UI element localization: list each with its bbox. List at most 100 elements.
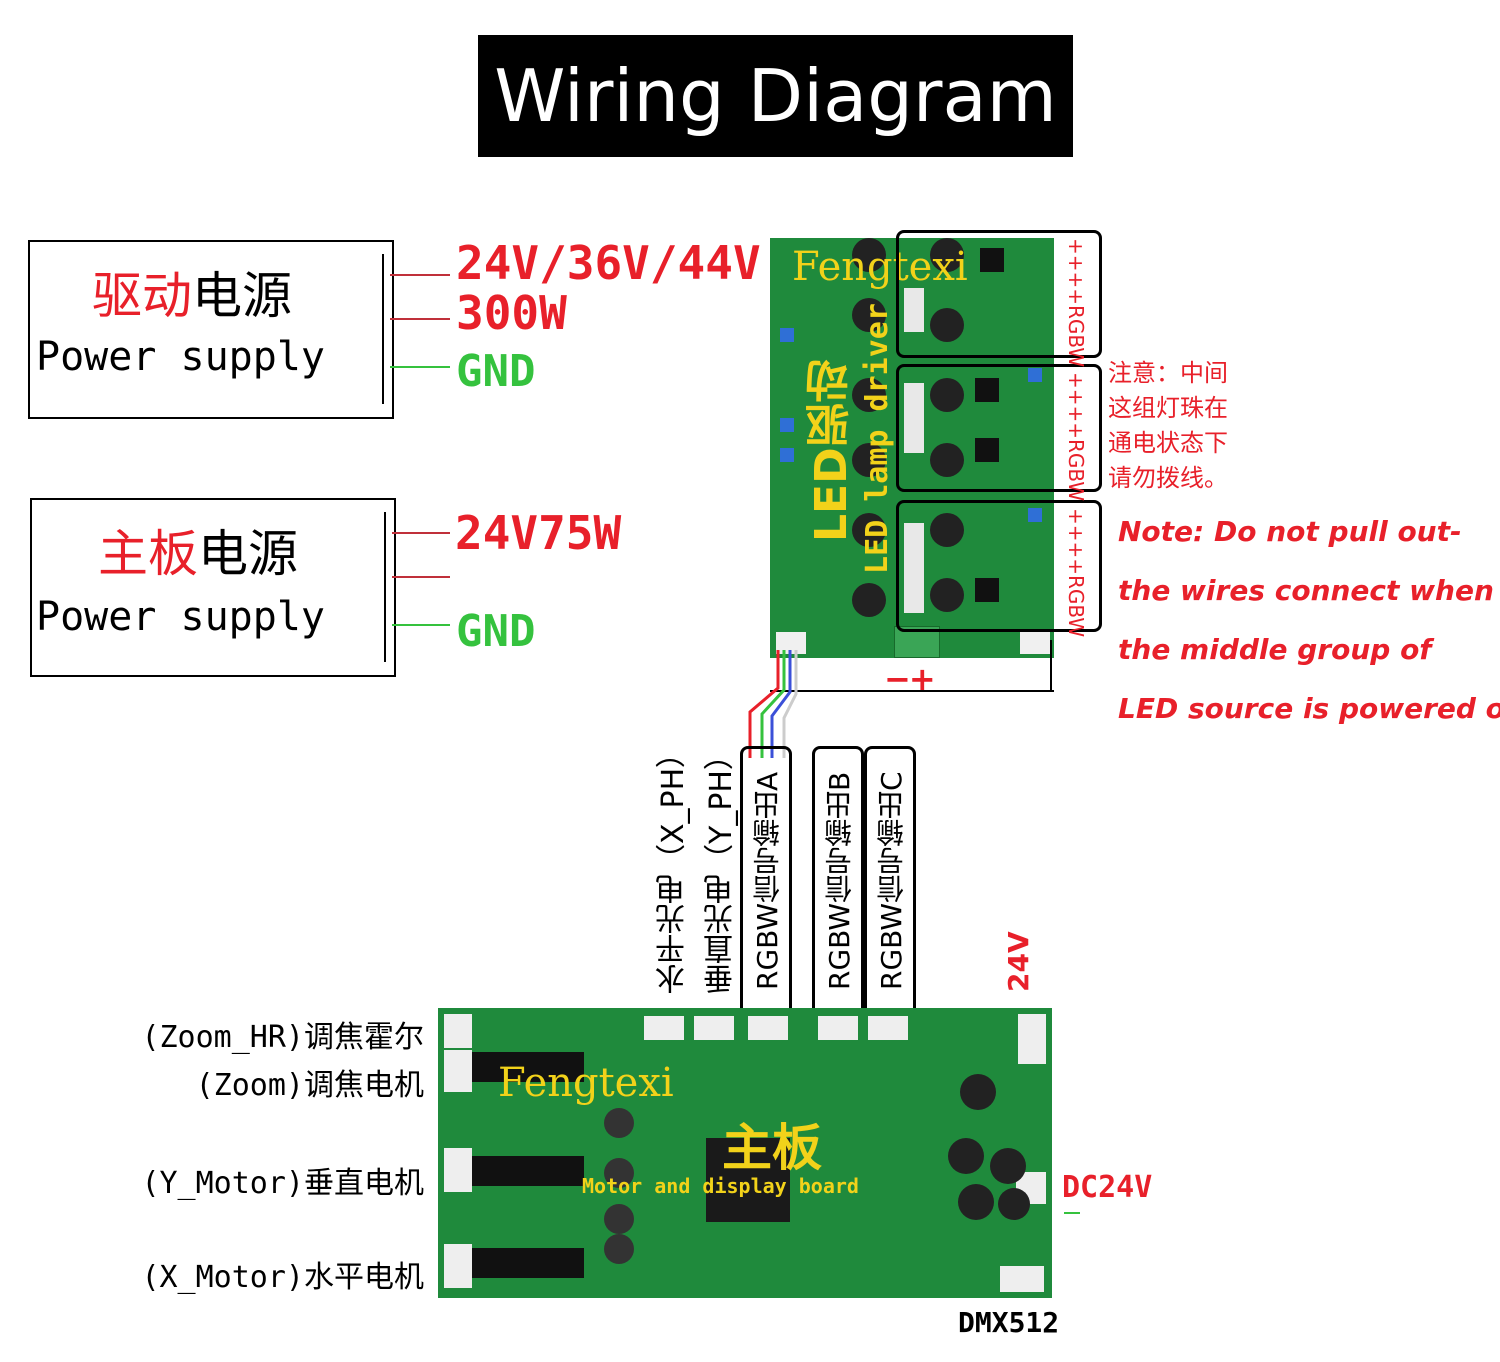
drive-power-wire-positive-2 [390,318,450,320]
trimmer-icon [780,418,794,432]
main-power-en-label: Power supply [36,594,325,640]
drive-power-voltage: 24V/36V/44V [456,236,761,290]
trimmer-icon [1028,368,1042,382]
drive-power-wire-positive [390,274,450,276]
trimmer-icon [1028,508,1042,522]
drive-power-cn-label: 驱动电源 [92,267,292,325]
main-power-wire-positive [392,532,450,534]
signal-wires [748,650,798,758]
drive-power-ground: GND [456,346,536,397]
capacitor-icon [604,1234,634,1264]
main-board [438,1008,1052,1298]
zoom-hr-label: (Zoom_HR)调焦霍尔 [141,1020,424,1055]
dc24v-underline [1064,1212,1080,1214]
drive-power-wattage: 300W [456,286,567,340]
connector-icon [444,1050,472,1092]
v24-label: 24V [1002,931,1035,992]
capacitor-icon [930,378,964,412]
capacitor-icon [852,238,886,272]
note-en: Note: Do not pull out- the wires connect… [1118,515,1500,725]
output-connector-icon [1020,632,1050,654]
connector-icon [644,1016,684,1040]
capacitor-icon [960,1074,996,1110]
driver-cn-label: LED驱动 [806,359,857,542]
capacitor-icon [604,1108,634,1138]
drive-power-supply-box: 驱动电源 Power supply [28,240,394,419]
connector-icon [904,383,924,453]
input-connector-icon [776,632,806,654]
main-power-voltage: 24V75W [455,506,622,560]
trimmer-icon [780,448,794,462]
connector-icon [694,1016,734,1040]
connector-icon [444,1014,472,1048]
page-title: Wiring Diagram [478,35,1073,157]
driver-channel-box-2 [896,364,1102,492]
driver-en-label: LED lamp driver [860,303,895,574]
main-power-wire-ground [392,624,450,626]
chip-icon [975,378,999,402]
driver-brand-label: Fengtexi [792,244,968,290]
zoom-label: (Zoom)调焦电机 [195,1068,424,1103]
x-ph-label: 水平光电（X_PH） [656,737,691,994]
capacitor-icon [852,443,886,477]
capacitor-icon [852,583,886,617]
drive-power-en-label: Power supply [36,334,325,380]
capacitor-icon [604,1204,634,1234]
capacitor-icon [930,308,964,342]
driver-channel-strip-1 [1060,234,1092,348]
capacitor-icon [852,378,886,412]
mcu-chip-icon [706,1138,790,1222]
connector-icon [1000,1266,1044,1292]
driver-bottom-line [770,690,1054,692]
drive-power-edge [382,254,384,404]
connector-icon [818,1016,858,1040]
terminal-polarity-label: −+ [884,660,936,698]
main-power-cn-label: 主板电源 [98,525,298,583]
capacitor-icon [930,578,964,612]
driver-channel-box-3 [896,500,1102,632]
capacitor-icon [998,1188,1030,1220]
chip-icon [980,248,1004,272]
trimmer-icon [780,328,794,342]
connector-icon [444,1244,472,1288]
connector-icon [904,288,924,332]
dc24v-label: DC24V [1062,1170,1153,1205]
connector-icon [748,1016,788,1040]
driver-channel-label-1: ++++RGBW [1064,238,1088,368]
main-board-cn-label: 主板 [722,1119,822,1177]
y-motor-label: (Y_Motor)垂直电机 [141,1166,424,1201]
led-driver-board [770,238,1054,658]
drive-power-wire-ground [390,366,450,368]
driver-channel-label-3: ++++RGBW [1064,508,1088,638]
chip-icon [472,1156,584,1186]
capacitor-icon [930,238,964,272]
main-board-en-label: Motor and display board [582,1174,859,1198]
driver-channel-strip-3 [1060,504,1092,622]
rgbw-c-label: RGBW信号输出C [875,771,908,990]
chip-icon [975,438,999,462]
driver-right-line [1050,640,1052,692]
driver-channel-label-2: ++++RGBW [1064,372,1088,502]
rgbw-a-label: RGBW信号输出A [751,771,784,990]
capacitor-icon [852,298,886,332]
driver-channel-strip-2 [1060,368,1092,482]
capacitor-icon [948,1138,984,1174]
chip-icon [472,1248,584,1278]
chip-icon [472,1052,584,1082]
note-cn: 注意：中间 这组灯珠在 通电状态下 请勿拨线。 [1108,359,1228,492]
y-ph-label: 垂直光电（Y_PH） [704,740,739,994]
connector-icon [444,1148,472,1192]
x-motor-label: (X_Motor)水平电机 [141,1260,424,1295]
main-power-edge [384,512,386,662]
main-power-wire-positive-2 [392,576,450,578]
chip-icon [975,578,999,602]
driver-channel-box-1 [896,230,1102,358]
connector-icon [904,523,924,613]
capacitor-icon [930,443,964,477]
connector-icon [1018,1014,1046,1064]
capacitor-icon [604,1158,634,1188]
rgbw-b-label: RGBW信号输出B [823,771,856,990]
capacitor-icon [990,1148,1026,1184]
dmx512-label: DMX512 [958,1306,1060,1339]
connector-icon [868,1016,908,1040]
